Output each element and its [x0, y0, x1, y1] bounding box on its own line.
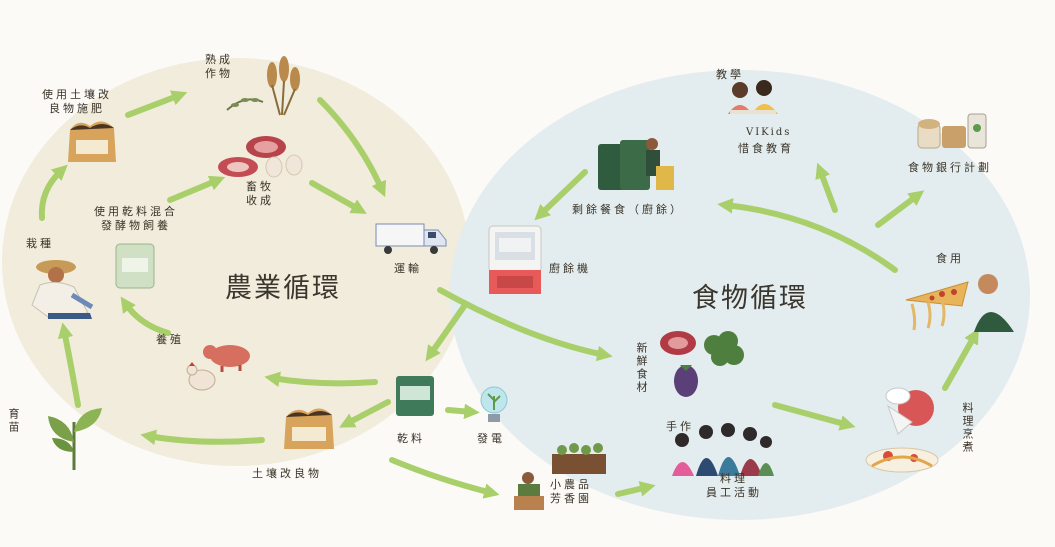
waste-bins-icon [598, 138, 674, 190]
label-teaching: 教學 [716, 68, 744, 81]
dry-feed-bag-icon [396, 376, 434, 416]
truck-icon [375, 223, 447, 254]
arrow-to-education [815, 162, 838, 213]
label-vikids: VIKids [746, 127, 792, 138]
agriculture-cycle-title: 農業循環 [225, 273, 341, 304]
arrow-leftovers-to-machine [534, 169, 588, 221]
staff-group-icon [672, 423, 774, 476]
arrow-planting-to-soil [38, 164, 68, 221]
label-seedlings: 育苗 [7, 408, 20, 434]
label-cooking: 料理烹煮 [961, 402, 974, 454]
label-dry-feed-mix: 使用乾料混合發酵物飼養 [94, 205, 178, 232]
arrow-transport-down [425, 302, 468, 362]
arrow-to-foodbank [875, 190, 925, 228]
arrow-crops-to-transport [317, 97, 386, 198]
arrow-ingredients-to-cooking [772, 402, 856, 431]
label-soil-amendment: 土壤改良物 [252, 467, 322, 480]
label-small-farm: 小農品芳香園 [550, 478, 592, 505]
children-icon [728, 80, 778, 114]
vegetables-icon [660, 331, 744, 397]
pig-chicken-icon [186, 345, 250, 391]
soil-amendment-bag-icon [284, 408, 334, 449]
arrow-feed-to-livestock [167, 175, 226, 203]
arrow-livestock-to-transport [309, 180, 367, 214]
label-food-waste-machine: 廚餘機 [549, 262, 591, 275]
arrow-machine-to-ingredients [437, 287, 613, 362]
arrow-soil-to-seedling [140, 429, 265, 446]
arrow-soil-to-crops [125, 90, 188, 118]
jars-icon [917, 113, 987, 149]
label-planting: 栽種 [26, 237, 54, 250]
label-food-bank: 食物銀行計劃 [908, 161, 992, 174]
label-dry-material: 乾料 [397, 432, 425, 445]
label-handmade: 手作 [666, 420, 694, 433]
arrow-smallfarm-to-handmade [615, 481, 656, 497]
chef-icon [865, 387, 939, 473]
label-livestock-harvest: 畜牧收成 [246, 180, 274, 207]
wheat-icon [267, 56, 300, 116]
food-cycle-title: 食物循環 [692, 283, 808, 314]
arrow-dry-to-raising [264, 371, 378, 387]
lightbulb-icon [480, 386, 508, 422]
arrow-seedling-to-planting [57, 322, 81, 408]
arrow-cooking-to-eating [942, 328, 979, 391]
meat-eggs-icon [218, 136, 303, 178]
feed-bag-icon [115, 243, 155, 289]
food-waste-machine-icon [488, 225, 542, 294]
pizza-eater-icon [905, 274, 1014, 332]
arrow-eating-to-leftovers [717, 198, 898, 273]
seedling-icon [48, 408, 102, 470]
label-soil-fertilizer: 使用土壤改良物施肥 [42, 88, 112, 115]
herb-icon [226, 98, 264, 111]
arrow-dry-to-soil [339, 399, 391, 428]
label-transport: 運輸 [394, 262, 422, 275]
label-food-education: 惜食教育 [738, 142, 794, 155]
label-eating: 食用 [936, 252, 964, 265]
arrow-dry-to-smallfarm [389, 457, 500, 499]
label-raising: 養殖 [156, 333, 184, 346]
arrow-raising-to-feed [120, 296, 171, 336]
soil-bag-icon [68, 121, 116, 162]
farmer-icon [31, 260, 94, 319]
planter-box-icon [552, 443, 606, 474]
arrow-dry-to-power [445, 403, 480, 420]
farm-box-icon [514, 472, 544, 510]
label-power-gen: 發電 [477, 432, 505, 445]
label-fresh-ingredients: 新鮮食材 [635, 342, 648, 394]
label-leftovers: 剩餘餐食（廚餘） [572, 203, 684, 216]
label-staff-cooking: 料理員工活動 [706, 472, 762, 499]
label-mature-crops: 熟成作物 [205, 53, 233, 80]
